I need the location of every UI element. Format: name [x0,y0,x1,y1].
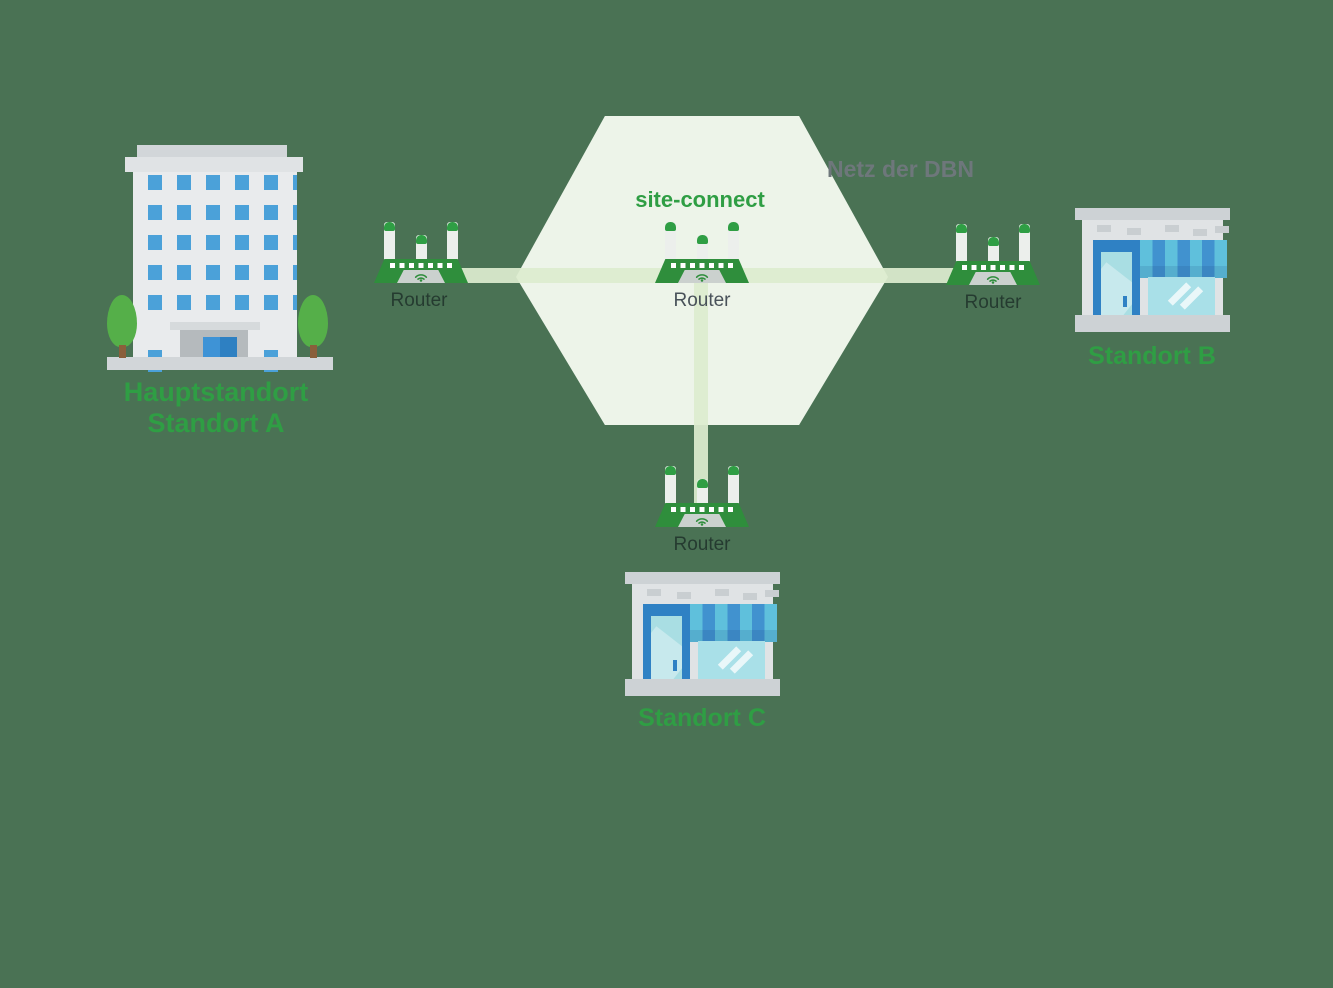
wifi-icon [414,274,428,282]
shop-roof [625,572,780,584]
door-glass [1101,252,1132,324]
router-label-left: Router [390,290,448,311]
service-name-label: site-connect [635,187,765,212]
shop-base [625,679,780,696]
building-site-b-label: Standort B [1088,342,1216,370]
router-body [655,259,749,283]
label-line-2: Standort A [147,408,285,438]
entrance-lintel [170,322,260,330]
router-label-center: Router [673,290,731,311]
antenna-icon [665,466,676,504]
router-body [374,259,468,283]
label-line-1: Hauptstandort [123,377,309,407]
shop-awning [1140,240,1227,278]
router-front-panel [678,270,726,283]
router-front-panel [678,514,726,527]
door-glass [651,616,682,688]
building-site-c [625,572,780,696]
building-headquarters [107,145,333,372]
antenna-icon [416,235,427,260]
building-headquarters-label: Hauptstandort Standort A [66,377,366,439]
antenna-icon [1019,224,1030,262]
router-left [374,222,468,283]
wifi-icon [986,276,1000,284]
router-front-panel [397,270,445,283]
building-site-b [1075,208,1230,332]
router-bottom [655,466,749,527]
shop-window [698,641,765,679]
window-grid [133,172,297,313]
building-roof [137,145,287,157]
router-led-row [962,265,1024,270]
antenna-icon [988,237,999,262]
router-body [946,261,1040,285]
router-led-row [671,507,733,512]
wifi-icon [695,274,709,282]
router-right [946,224,1040,285]
brick-texture [647,589,661,596]
router-center [655,222,749,283]
brick-texture [1097,225,1111,232]
antenna-icon [956,224,967,262]
router-body [655,503,749,527]
antenna-icon [728,466,739,504]
router-label-bottom: Router [673,534,731,555]
tree-icon [107,295,137,358]
antenna-icon [384,222,395,260]
connection-line-vertical [694,276,708,510]
building-roof [125,157,303,172]
network-name-label: Netz der DBN [827,156,974,182]
router-front-panel [969,272,1017,285]
building-site-c-label: Standort C [638,704,766,732]
router-led-row [390,263,452,268]
building-base [107,357,333,370]
antenna-icon [697,235,708,260]
router-led-row [671,263,733,268]
antenna-icon [697,479,708,504]
antenna-icon [728,222,739,260]
shop-awning [690,604,777,642]
antenna-icon [447,222,458,260]
shop-roof [1075,208,1230,220]
wifi-icon [695,518,709,526]
tree-icon [298,295,328,358]
router-label-right: Router [964,292,1022,313]
entrance-door [203,337,237,358]
antenna-icon [665,222,676,260]
shop-window [1148,277,1215,315]
shop-base [1075,315,1230,332]
